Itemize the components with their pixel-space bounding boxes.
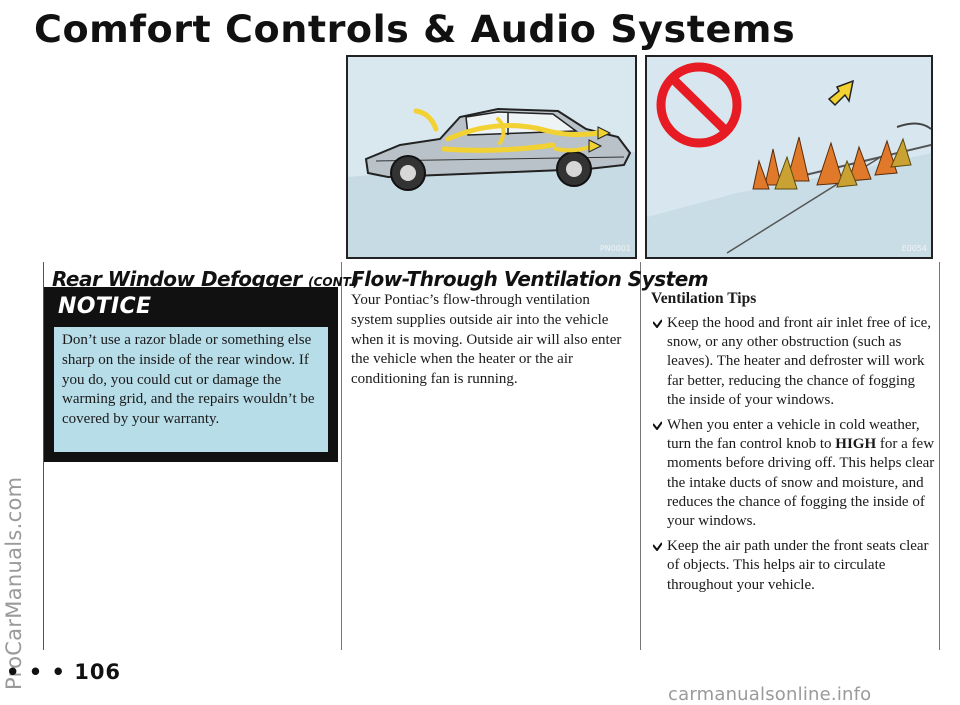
notice-text: Don’t use a razor blade or something els…	[54, 327, 328, 452]
footer-watermark: carmanualsonline.info	[668, 684, 872, 705]
column-rule-edge	[939, 262, 940, 650]
page-title: Comfort Controls & Audio Systems	[34, 8, 796, 51]
notice-box: NOTICE Don’t use a razor blade or someth…	[44, 287, 338, 462]
leaves-illustration: E0054	[645, 55, 933, 259]
check-bullet-icon	[653, 319, 662, 328]
car-airflow-drawing	[348, 57, 635, 257]
tip-item: Keep the air path under the front seats …	[651, 537, 935, 595]
page-number: • • • 106	[6, 660, 121, 684]
tip-item: When you enter a vehicle in cold weather…	[651, 416, 935, 531]
tip-bold-text: HIGH	[835, 436, 877, 453]
check-bullet-icon	[653, 542, 662, 552]
leaves-illustration-code: E0054	[901, 244, 927, 253]
column-rule-right	[640, 262, 641, 650]
tip-item: Keep the hood and front air inlet free o…	[651, 314, 935, 410]
ventilation-tips-list: Keep the hood and front air inlet free o…	[651, 314, 935, 601]
car-airflow-illustration: PN0001	[346, 55, 637, 259]
tip-text-trail: for a few moments before driving off. Th…	[667, 436, 935, 530]
leaves-drawing	[647, 57, 931, 257]
ventilation-tips-heading: Ventilation Tips	[651, 290, 757, 307]
tip-text: Keep the air path under the front seats …	[667, 538, 929, 593]
heading-suffix: (CONT.)	[308, 275, 359, 289]
column-rule-middle	[341, 262, 342, 650]
column-rule-left	[43, 262, 44, 650]
flow-through-paragraph: Your Pontiac’s flow-through ventilation …	[351, 292, 622, 388]
page-number-dots: • • •	[6, 660, 66, 684]
notice-label: NOTICE	[58, 294, 152, 319]
flow-through-heading: Flow-Through Ventilation System	[351, 267, 709, 291]
tip-text: When you enter a vehicle in cold weather…	[667, 417, 920, 453]
check-bullet-icon	[653, 421, 662, 431]
car-illustration-code: PN0001	[599, 244, 631, 253]
page-number-value: 106	[74, 660, 122, 684]
side-watermark: ProCarManuals.com	[2, 476, 26, 690]
tip-text: Keep the hood and front air inlet free o…	[667, 315, 932, 408]
